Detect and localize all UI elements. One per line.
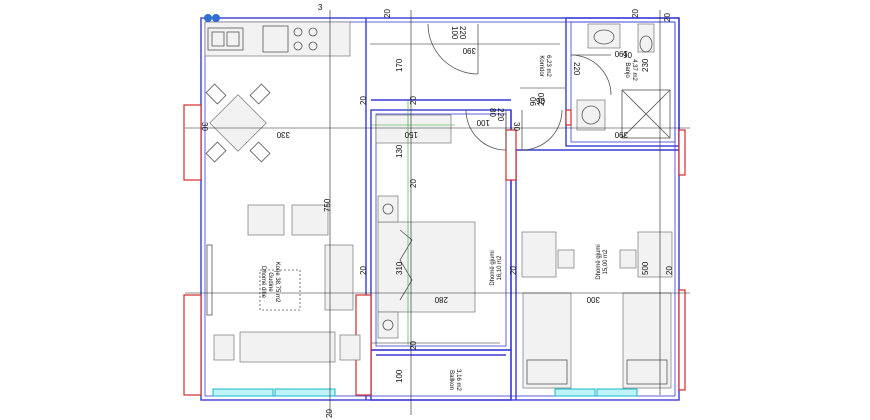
dim-label: 20 bbox=[509, 266, 518, 275]
dim-label: 220 bbox=[572, 62, 581, 76]
doors bbox=[427, 23, 612, 151]
dim-label: 20 bbox=[359, 96, 368, 105]
living-sub: Gudine bbox=[267, 272, 273, 292]
dim-label: 150 bbox=[404, 130, 418, 139]
bedroom2-name: Dhomë gjumi bbox=[596, 244, 602, 279]
dim-label: 20 bbox=[359, 266, 368, 275]
dim-label: 170 bbox=[395, 58, 404, 72]
dim-label: 20 bbox=[409, 341, 418, 350]
room-labels: Dhomë ditie Gudine Korje 38,75 m2 Dhomë … bbox=[260, 55, 637, 391]
windows bbox=[212, 388, 638, 397]
dim-label: 20 bbox=[663, 13, 672, 22]
dim-label: 750 bbox=[323, 198, 332, 212]
dim-label: 20 bbox=[409, 179, 418, 188]
dim-label: 390 bbox=[614, 130, 628, 139]
living-name: Dhomë ditie bbox=[260, 266, 266, 299]
dimension-texts: 3 20 20 20 20 20 20 20 20 20 20 20 100 2… bbox=[200, 3, 674, 418]
living-area: Korje 38,75 m2 bbox=[274, 262, 280, 303]
dim-label: 06 bbox=[536, 96, 545, 105]
corridor-name: Korridor bbox=[538, 55, 544, 76]
dim-label: 220 bbox=[537, 92, 546, 106]
dim-label: 90 bbox=[529, 97, 538, 106]
dim-label: 390 bbox=[462, 46, 476, 55]
balcony-name: Ballkon bbox=[448, 370, 454, 390]
dim-label: 190 bbox=[614, 49, 628, 58]
dim-label: 130 bbox=[395, 144, 404, 158]
bath-area: 4,37 m2 bbox=[631, 59, 637, 81]
dim-label: 220 bbox=[458, 26, 467, 40]
dim-label: 100 bbox=[450, 26, 459, 40]
dim-label: 100 bbox=[476, 118, 490, 127]
dim-label: 20 bbox=[409, 96, 418, 105]
dining-table bbox=[205, 83, 271, 163]
bedroom1-area: 16,10 m2 bbox=[497, 255, 503, 281]
kitchen bbox=[204, 14, 351, 57]
dim-label: 300 bbox=[586, 295, 600, 304]
bedroom2-area: 15,00 m2 bbox=[603, 249, 609, 275]
dim-label: 3 bbox=[318, 3, 323, 12]
dim-label: 230 bbox=[641, 58, 650, 72]
dim-label: 30 bbox=[512, 122, 521, 131]
dim-label: 310 bbox=[395, 261, 404, 275]
dim-label: 20 bbox=[325, 409, 334, 418]
dim-label: 100 bbox=[395, 369, 404, 383]
dim-label: 30 bbox=[200, 122, 209, 131]
balcony-area: 3,16 m2 bbox=[455, 369, 461, 391]
dim-label: 330 bbox=[276, 130, 290, 139]
dim-label: 500 bbox=[641, 261, 650, 275]
bedroom1-furniture bbox=[375, 114, 476, 339]
dim-label: 220 bbox=[496, 108, 505, 122]
dimension-lines bbox=[185, 10, 690, 415]
structural-columns bbox=[183, 104, 686, 396]
living-furniture bbox=[206, 204, 361, 363]
dim-label: 20 bbox=[665, 266, 674, 275]
dim-label: 20 bbox=[631, 9, 640, 18]
dim-label: 80 bbox=[488, 108, 497, 117]
bath-fixtures bbox=[576, 23, 671, 139]
bedroom1-name: Dhomë gjumi bbox=[490, 250, 496, 285]
dim-label: 06 bbox=[623, 50, 632, 59]
walls bbox=[200, 17, 680, 401]
bedroom2-furniture bbox=[521, 231, 673, 389]
bath-name: Banjo bbox=[624, 62, 630, 78]
corridor-area: 6,23 m2 bbox=[545, 55, 551, 77]
dim-label: 20 bbox=[383, 9, 392, 18]
dim-label: 280 bbox=[434, 295, 448, 304]
